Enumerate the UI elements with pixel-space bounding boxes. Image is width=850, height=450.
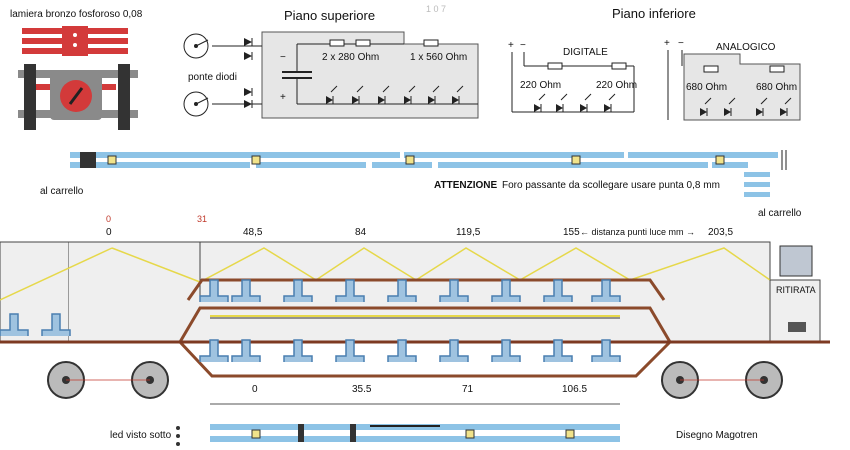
seat xyxy=(387,279,417,302)
dim-top-3: 119,5 xyxy=(456,227,481,238)
attenzione-label: ATTENZIONE xyxy=(434,180,497,191)
svg-text:−: − xyxy=(280,52,286,63)
seat xyxy=(543,279,573,302)
seat xyxy=(387,339,417,362)
seat-rows xyxy=(0,279,621,362)
seat xyxy=(591,279,621,302)
seat xyxy=(231,339,261,362)
dim-top-2: 84 xyxy=(355,227,367,238)
svg-text:−: − xyxy=(678,38,684,49)
res-1x560-label: 1 x 560 Ohm xyxy=(410,52,467,63)
seat xyxy=(439,279,469,302)
upper-led-chain xyxy=(326,85,464,104)
foro-note: Foro passante da scollegare usare punta … xyxy=(502,180,720,191)
ana-r1-label: 680 Ohm xyxy=(686,82,727,93)
dim-top-4: 155 xyxy=(563,227,580,238)
seat xyxy=(41,313,71,336)
faded-header: 1 0 7 xyxy=(426,4,446,14)
diode-bridge-terminals xyxy=(183,33,209,117)
analog-led-chain xyxy=(700,97,792,116)
distanza-note: ← distanza punti luce mm → xyxy=(580,227,695,237)
led-strip-top xyxy=(70,150,787,197)
analogico-label: ANALOGICO xyxy=(716,42,776,53)
al-carrello-left: al carrello xyxy=(40,186,84,197)
digital-led-chain xyxy=(534,93,616,112)
seat xyxy=(199,339,229,362)
res-2x280-label: 2 x 280 Ohm xyxy=(322,52,379,63)
digitale-label: DIGITALE xyxy=(563,47,608,58)
bogie-icon xyxy=(18,64,138,130)
upper-circuit: − + xyxy=(212,31,479,119)
seat xyxy=(491,339,521,362)
piano-superiore-title: Piano superiore xyxy=(284,8,375,23)
led-visto-sotto-label: led visto sotto xyxy=(110,430,172,441)
seat xyxy=(283,339,313,362)
lamiera-label: lamiera bronzo fosforoso 0,08 xyxy=(10,9,143,20)
al-carrello-right: al carrello xyxy=(758,208,802,219)
seat xyxy=(231,279,261,302)
analog-circuit: +− xyxy=(664,38,801,121)
dim-red-0: 0 xyxy=(106,214,111,224)
dim-top-0: 0 xyxy=(106,227,112,238)
svg-text:+: + xyxy=(664,38,670,49)
seat xyxy=(591,339,621,362)
svg-text:−: − xyxy=(520,40,526,51)
credit-label: Disegno Magotren xyxy=(676,430,758,441)
seat xyxy=(491,279,521,302)
seat xyxy=(543,339,573,362)
digital-circuit: +− xyxy=(508,40,635,113)
carriage-body xyxy=(0,241,830,378)
piano-inferiore-title: Piano inferiore xyxy=(612,6,696,21)
led-strip-bottom xyxy=(210,403,620,442)
dim-bottom-1: 35.5 xyxy=(352,384,372,395)
dim-bottom-2: 71 xyxy=(462,384,474,395)
seat xyxy=(335,279,365,302)
led-symbol-icon xyxy=(176,426,180,446)
seat xyxy=(0,313,29,336)
wheels xyxy=(47,361,783,399)
dig-r1-label: 220 Ohm xyxy=(520,80,561,91)
ponte-diodi-label: ponte diodi xyxy=(188,72,237,83)
seat xyxy=(439,339,469,362)
seat xyxy=(335,339,365,362)
svg-text:+: + xyxy=(280,92,286,103)
ana-r2-label: 680 Ohm xyxy=(756,82,797,93)
dim-bottom-0: 0 xyxy=(252,384,258,395)
svg-text:+: + xyxy=(508,40,514,51)
dim-red-1: 31 xyxy=(197,214,207,224)
ritirata-label: RITIRATA xyxy=(776,285,816,295)
lamiera-plate xyxy=(22,26,128,56)
dim-top-5: 203,5 xyxy=(708,227,733,238)
seat xyxy=(283,279,313,302)
dim-bottom-3: 106.5 xyxy=(562,384,587,395)
dig-r2-label: 220 Ohm xyxy=(596,80,637,91)
dim-top-1: 48,5 xyxy=(243,227,263,238)
seat xyxy=(199,279,229,302)
